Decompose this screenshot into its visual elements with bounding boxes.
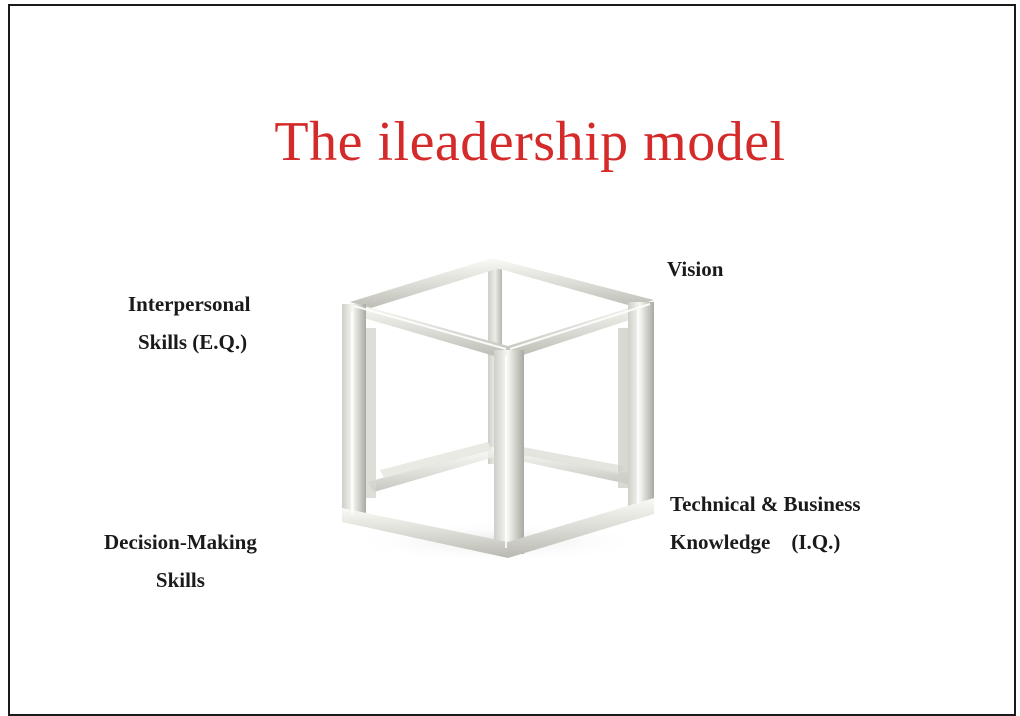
label-vision: Vision <box>667 257 724 281</box>
slide-title: The ileadership model <box>274 111 786 173</box>
label-decision-making-skills: Decision-Making Skills <box>104 523 257 599</box>
slide: The ileadership model <box>8 4 1016 716</box>
label-interpersonal-line2: Skills (E.Q.) <box>138 330 248 354</box>
label-interpersonal-skills: Interpersonal Skills (E.Q.) <box>128 285 251 361</box>
label-technical-line1: Technical & Business <box>670 492 861 516</box>
cube-image <box>342 258 654 562</box>
label-decision-line2: Skills <box>155 568 205 592</box>
label-technical-business-knowledge: Technical & Business Knowledge (I.Q.) <box>670 485 861 561</box>
label-technical-line2: Knowledge (I.Q.) <box>670 530 841 554</box>
label-decision-line1: Decision-Making <box>104 530 257 554</box>
label-interpersonal-line1: Interpersonal <box>128 292 251 316</box>
